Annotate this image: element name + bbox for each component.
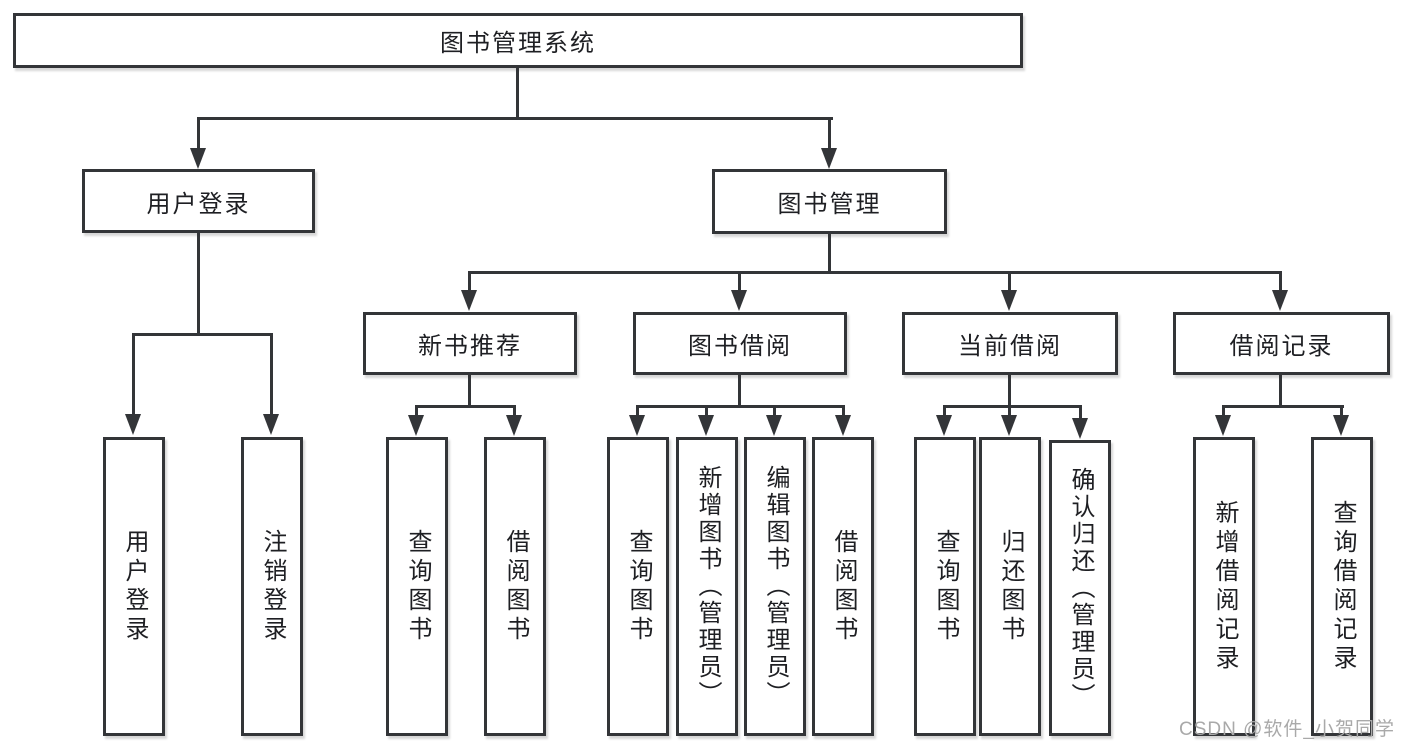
leaf-query-books-1-label: 查询图书 <box>404 528 431 645</box>
connector-line <box>197 117 833 120</box>
leaf-confirm-return-admin-box: 确认归还（管理员） <box>1049 440 1111 736</box>
node-borrow-records-box: 借阅记录 <box>1173 312 1390 375</box>
arrowhead-down-icon <box>1215 415 1231 436</box>
connector-line <box>415 405 516 408</box>
arrowhead-down-icon <box>263 414 279 435</box>
leaf-return-books-box: 归还图书 <box>979 437 1041 736</box>
connector-line <box>828 117 831 151</box>
arrowhead-down-icon <box>1001 415 1017 436</box>
arrowhead-down-icon <box>766 415 782 436</box>
connector-line <box>842 405 845 417</box>
node-user-login-box: 用户登录 <box>82 169 315 233</box>
leaf-add-books-admin-label: 新增图书（管理员） <box>694 465 721 708</box>
connector-line <box>1008 271 1011 293</box>
node-book-borrow-label: 图书借阅 <box>688 333 792 360</box>
leaf-confirm-return-admin-label: 确认归还（管理员） <box>1067 466 1094 710</box>
connector-line <box>828 234 831 274</box>
connector-line <box>132 333 273 336</box>
connector-line <box>1340 405 1343 417</box>
arrowhead-down-icon <box>698 415 714 436</box>
node-user-login-label: 用户登录 <box>146 190 251 218</box>
connector-line <box>738 271 741 293</box>
leaf-logout-box: 注销登录 <box>241 437 303 736</box>
leaf-edit-books-admin-box: 编辑图书（管理员） <box>744 437 806 736</box>
leaf-borrow-books-2-label: 借阅图书 <box>830 528 857 645</box>
leaf-return-books-label: 归还图书 <box>997 528 1024 645</box>
arrowhead-down-icon <box>190 148 206 169</box>
connector-line <box>773 405 776 417</box>
connector-line <box>197 117 200 151</box>
connector-line <box>943 405 1082 408</box>
connector-line <box>132 333 135 415</box>
node-borrow-records-label: 借阅记录 <box>1229 333 1334 360</box>
leaf-query-books-1-box: 查询图书 <box>386 437 448 736</box>
arrowhead-down-icon <box>629 415 645 436</box>
leaf-user-login-box: 用户登录 <box>103 437 165 736</box>
connector-line <box>1222 405 1344 408</box>
node-current-borrow-box: 当前借阅 <box>902 312 1118 375</box>
leaf-borrow-books-1-label: 借阅图书 <box>502 528 529 645</box>
arrowhead-down-icon <box>936 415 952 436</box>
connector-line <box>415 405 418 417</box>
root-node-label: 图书管理系统 <box>440 30 596 57</box>
leaf-add-borrow-record-box: 新增借阅记录 <box>1193 437 1255 736</box>
connector-line <box>1008 405 1011 417</box>
connector-line <box>468 271 1282 274</box>
connector-line <box>1222 405 1225 417</box>
connector-line <box>270 333 273 415</box>
connector-line <box>738 375 741 407</box>
leaf-user-login-label: 用户登录 <box>121 528 148 645</box>
connector-line <box>1279 375 1282 407</box>
leaf-query-borrow-record-label: 查询借阅记录 <box>1329 499 1356 674</box>
connector-line <box>705 405 708 417</box>
connector-line <box>636 405 639 417</box>
leaf-borrow-books-1-box: 借阅图书 <box>484 437 546 736</box>
node-book-borrow-box: 图书借阅 <box>633 312 847 375</box>
arrowhead-down-icon <box>835 415 851 436</box>
connector-line <box>943 405 946 417</box>
arrowhead-down-icon <box>408 415 424 436</box>
node-book-management-label: 图书管理 <box>777 191 882 218</box>
leaf-add-borrow-record-label: 新增借阅记录 <box>1211 499 1238 674</box>
connector-line <box>513 405 516 417</box>
leaf-query-books-2-label: 查询图书 <box>625 528 652 645</box>
connector-line <box>468 271 471 293</box>
connector-line <box>1279 271 1282 293</box>
arrowhead-down-icon <box>731 290 747 311</box>
connector-line <box>197 233 200 335</box>
node-current-borrow-label: 当前借阅 <box>958 333 1062 360</box>
leaf-add-books-admin-box: 新增图书（管理员） <box>676 437 738 736</box>
leaf-query-books-3-box: 查询图书 <box>914 437 976 736</box>
root-node-box: 图书管理系统 <box>13 13 1023 68</box>
node-new-book-recommend-label: 新书推荐 <box>418 333 522 360</box>
connector-line <box>1008 375 1011 407</box>
leaf-logout-label: 注销登录 <box>259 528 286 645</box>
arrowhead-down-icon <box>1001 290 1017 311</box>
arrowhead-down-icon <box>1072 418 1088 439</box>
csdn-watermark: CSDN @软件_小贺同学 <box>1179 719 1395 740</box>
connector-line <box>468 375 471 407</box>
connector-line <box>516 68 519 120</box>
arrowhead-down-icon <box>1333 415 1349 436</box>
leaf-query-books-3-label: 查询图书 <box>932 528 959 645</box>
leaf-query-borrow-record-box: 查询借阅记录 <box>1311 437 1373 736</box>
node-new-book-recommend-box: 新书推荐 <box>363 312 577 375</box>
arrowhead-down-icon <box>125 414 141 435</box>
leaf-query-books-2-box: 查询图书 <box>607 437 669 736</box>
arrowhead-down-icon <box>461 290 477 311</box>
connector-line <box>636 405 845 408</box>
leaf-borrow-books-2-box: 借阅图书 <box>812 437 874 736</box>
arrowhead-down-icon <box>1272 290 1288 311</box>
connector-line <box>1079 405 1082 419</box>
leaf-edit-books-admin-label: 编辑图书（管理员） <box>762 465 789 708</box>
node-book-management-box: 图书管理 <box>712 169 947 234</box>
arrowhead-down-icon <box>821 148 837 169</box>
arrowhead-down-icon <box>506 415 522 436</box>
